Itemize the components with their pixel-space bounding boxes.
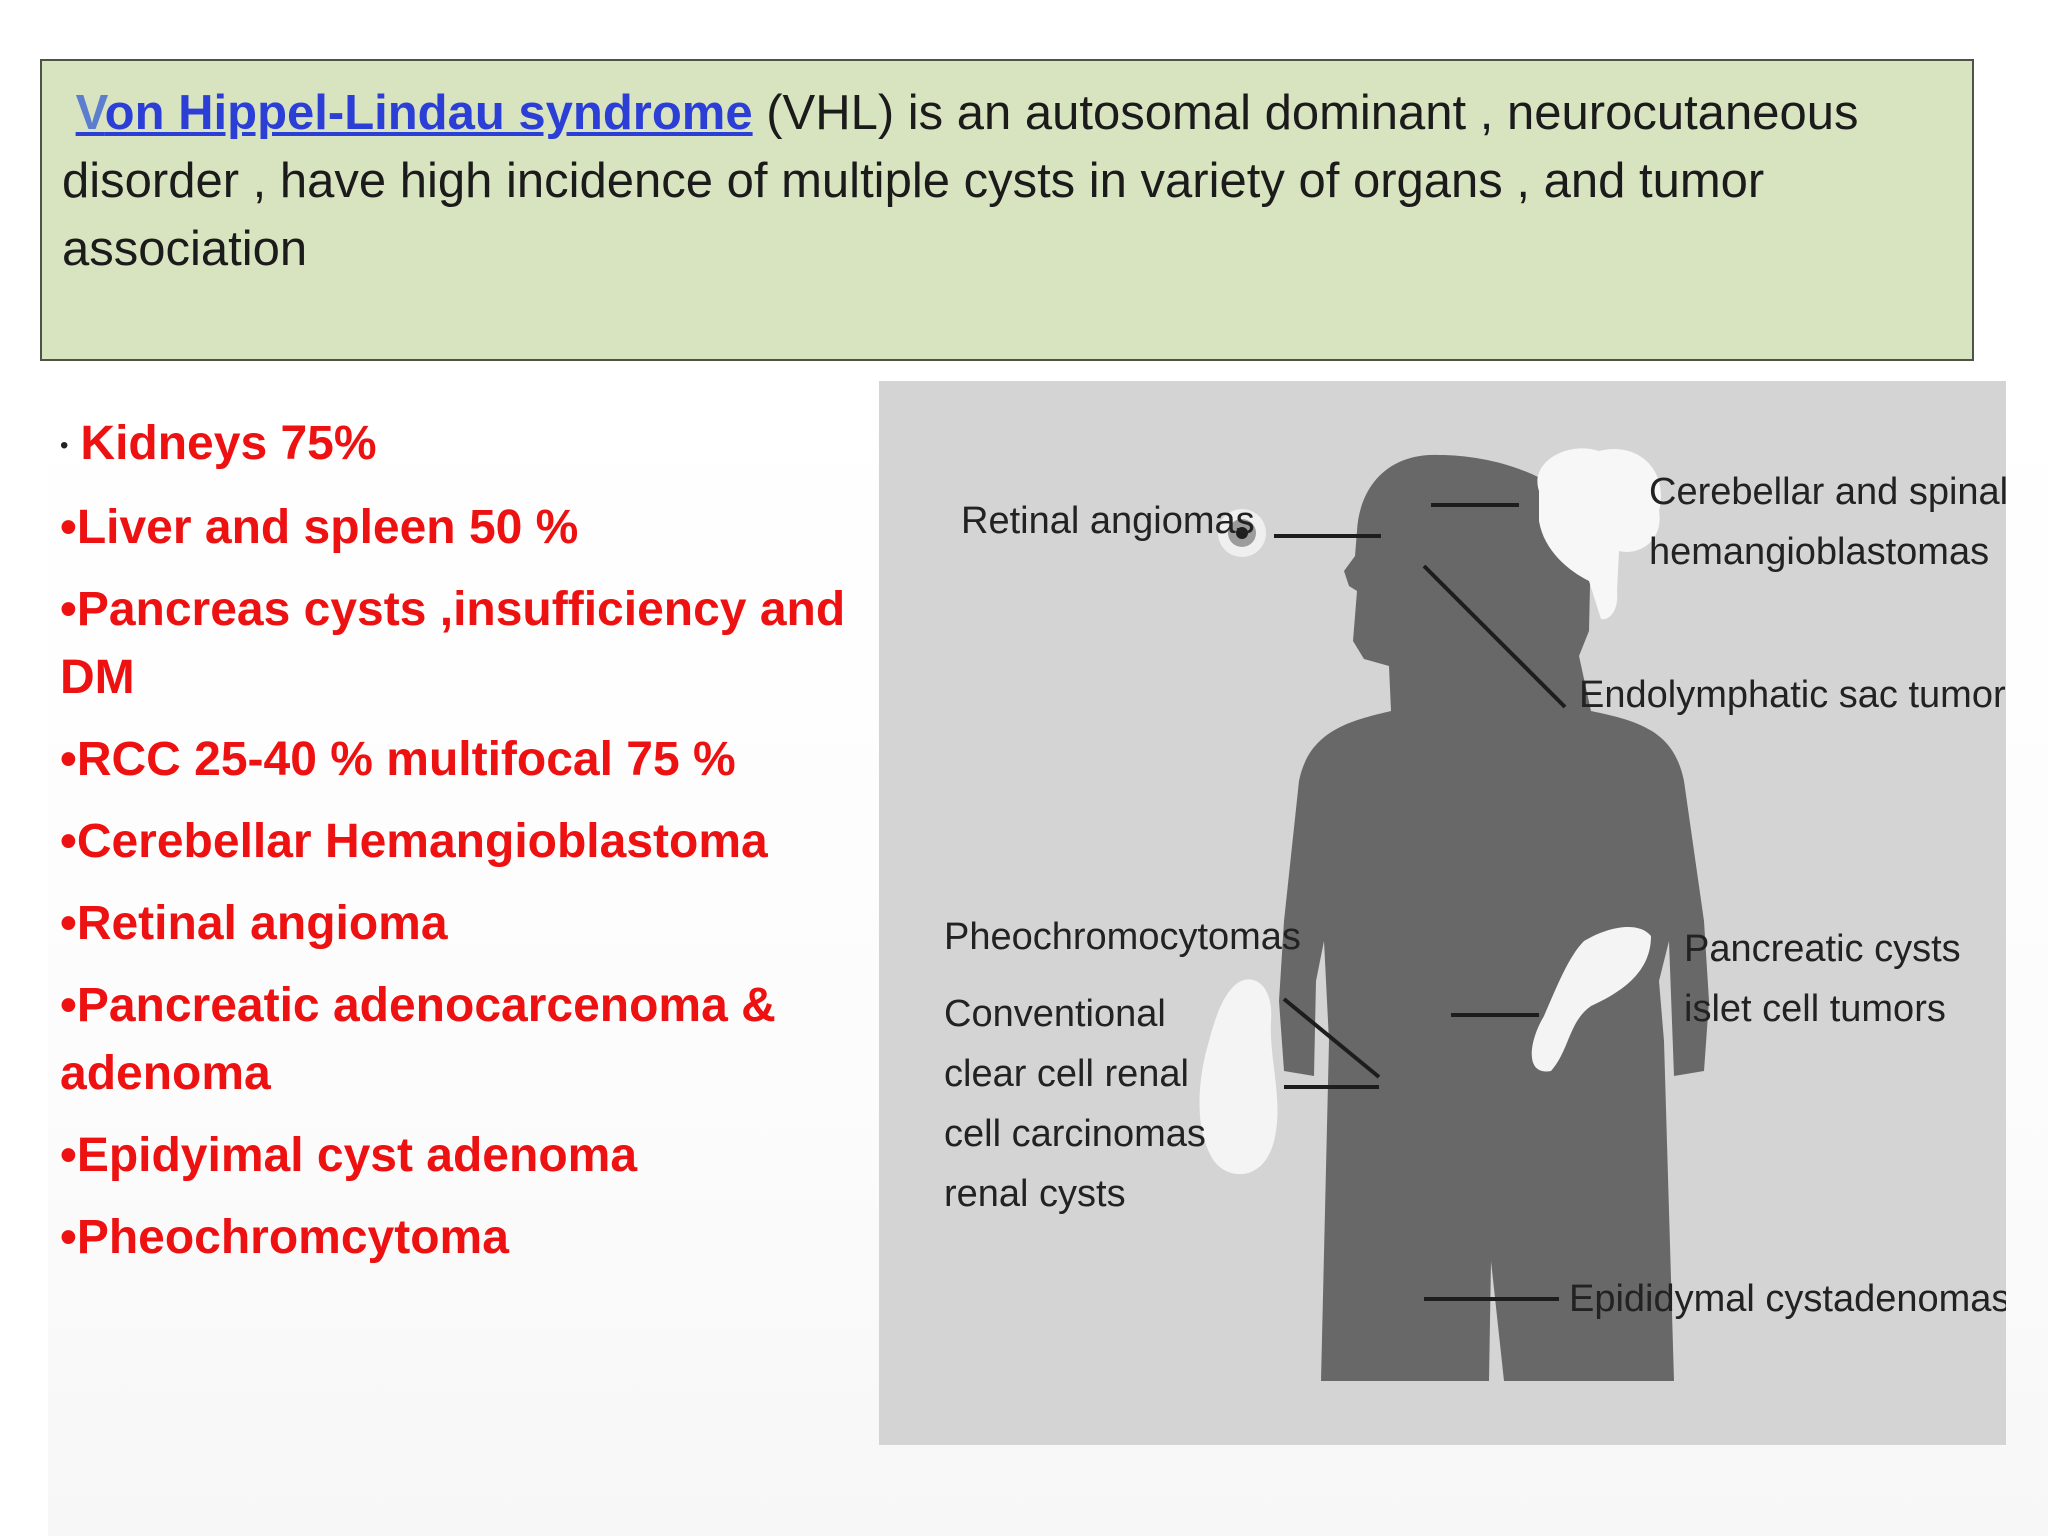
label-epididymal: Epididymal cystadenomas bbox=[1569, 1278, 2006, 1320]
label-renal-4: renal cysts bbox=[944, 1173, 1126, 1215]
body-diagram-svg: Retinal angiomas Cerebellar and spinal h… bbox=[944, 448, 2006, 1381]
definition-body: (VHL) is an autosomal dominant , neurocu… bbox=[62, 86, 1859, 276]
pancreas-icon bbox=[1531, 926, 1651, 1072]
list-item: •RCC 25-40 % multifocal 75 % bbox=[60, 733, 736, 787]
definition-box: Von Hippel-Lindau syndrome (VHL) is an a… bbox=[40, 59, 1974, 361]
kidney-icon bbox=[1199, 979, 1278, 1175]
label-retinal-angiomas: Retinal angiomas bbox=[961, 500, 1255, 542]
definition-text: Von Hippel-Lindau syndrome (VHL) is an a… bbox=[62, 79, 1952, 283]
label-renal-2: clear cell renal bbox=[944, 1053, 1189, 1095]
label-endolymphatic: Endolymphatic sac tumors bbox=[1579, 674, 2006, 716]
cerebellum-icon bbox=[1537, 448, 1661, 620]
vhl-link[interactable]: Von Hippel-Lindau syndrome bbox=[75, 86, 753, 140]
leader-line-endolymphatic bbox=[1422, 564, 1567, 709]
label-renal-3: cell carcinomas bbox=[944, 1113, 1206, 1155]
label-cerebellar-2: hemangioblastomas bbox=[1649, 531, 1989, 573]
list-item: •Pancreas cysts ,insufficiency and DM bbox=[60, 583, 846, 705]
label-renal-1: Conventional bbox=[944, 993, 1166, 1035]
eye-icon bbox=[1218, 509, 1266, 557]
label-pancreatic-2: islet cell tumors bbox=[1684, 988, 1946, 1030]
label-pheochromocytomas: Pheochromocytomas bbox=[944, 916, 1301, 958]
list-item: •Retinal angioma bbox=[60, 897, 448, 951]
body-silhouette bbox=[1279, 454, 1709, 1381]
manifestation-list: •Kidneys 75% •Liver and spleen 50 % •Pan… bbox=[60, 410, 860, 1286]
leader-line-pheo bbox=[1282, 997, 1381, 1079]
label-cerebellar-1: Cerebellar and spinal bbox=[1649, 471, 2006, 513]
list-item: •Epidyimal cyst adenoma bbox=[60, 1129, 638, 1183]
label-pancreatic-1: Pancreatic cysts bbox=[1684, 928, 1961, 970]
vhl-body-diagram: Retinal angiomas Cerebellar and spinal h… bbox=[879, 381, 2006, 1445]
list-item: •Pancreatic adenocarcenoma & adenoma bbox=[60, 979, 776, 1101]
list-item: •Liver and spleen 50 % bbox=[60, 501, 579, 555]
list-item: •Pheochromcytoma bbox=[60, 1211, 509, 1265]
list-item: •Kidneys 75% bbox=[60, 417, 377, 470]
list-item: •Cerebellar Hemangioblastoma bbox=[60, 815, 768, 869]
